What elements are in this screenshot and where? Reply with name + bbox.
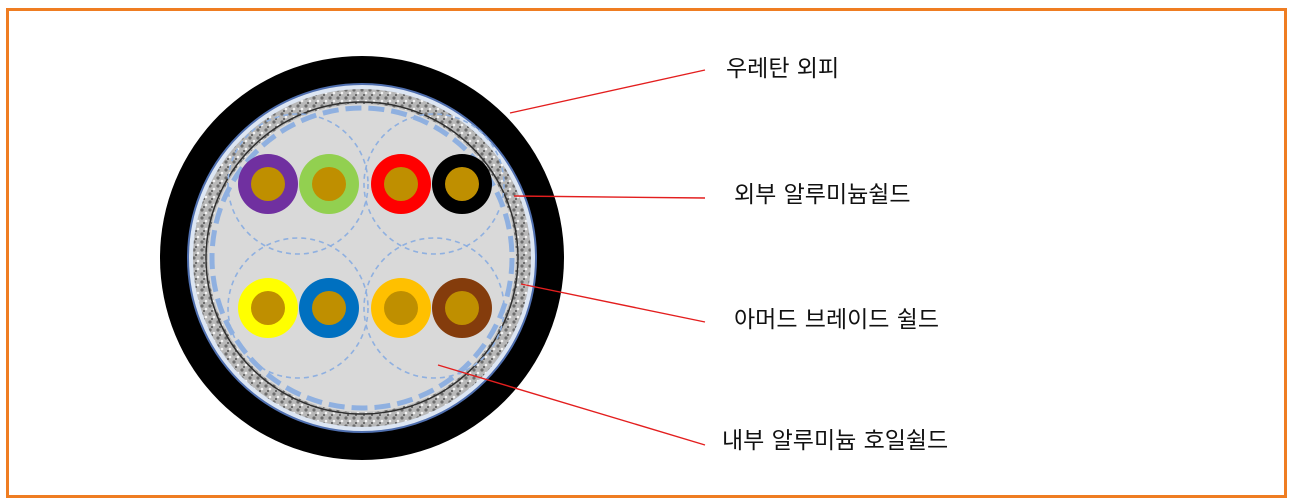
core-green: [299, 154, 359, 214]
braid-inner-line: [205, 101, 519, 415]
inner-aluminum-foil-shield: [209, 105, 515, 411]
label-outer-jacket: 우레탄 외피: [726, 56, 840, 82]
leader-line-outer-aluminum-shield: [513, 195, 706, 199]
label-inner-aluminum-foil-shield: 내부 알루미늄 호일쉴드: [722, 428, 949, 454]
core-purple: [238, 154, 298, 214]
core-red: [371, 154, 431, 214]
label-armored-braid-shield: 아머드 브레이드 쉴드: [734, 307, 940, 333]
core-black: [432, 154, 492, 214]
pair-shield-1: [227, 113, 369, 255]
core-brown: [432, 278, 492, 338]
pair-shield-2: [363, 113, 505, 255]
core-yellow: [238, 278, 298, 338]
leader-line-inner-aluminum-foil-shield: [437, 364, 706, 446]
core-orange: [371, 278, 431, 338]
cable-cross-section-diagram: [160, 56, 706, 460]
label-outer-aluminum-shield: 외부 알루미늄쉴드: [734, 182, 911, 208]
core-blue: [299, 278, 359, 338]
pair-shield-4: [363, 237, 505, 379]
leader-line-armored-braid-shield: [520, 283, 706, 323]
leader-line-outer-jacket: [509, 69, 706, 114]
pair-shield-3: [227, 237, 369, 379]
